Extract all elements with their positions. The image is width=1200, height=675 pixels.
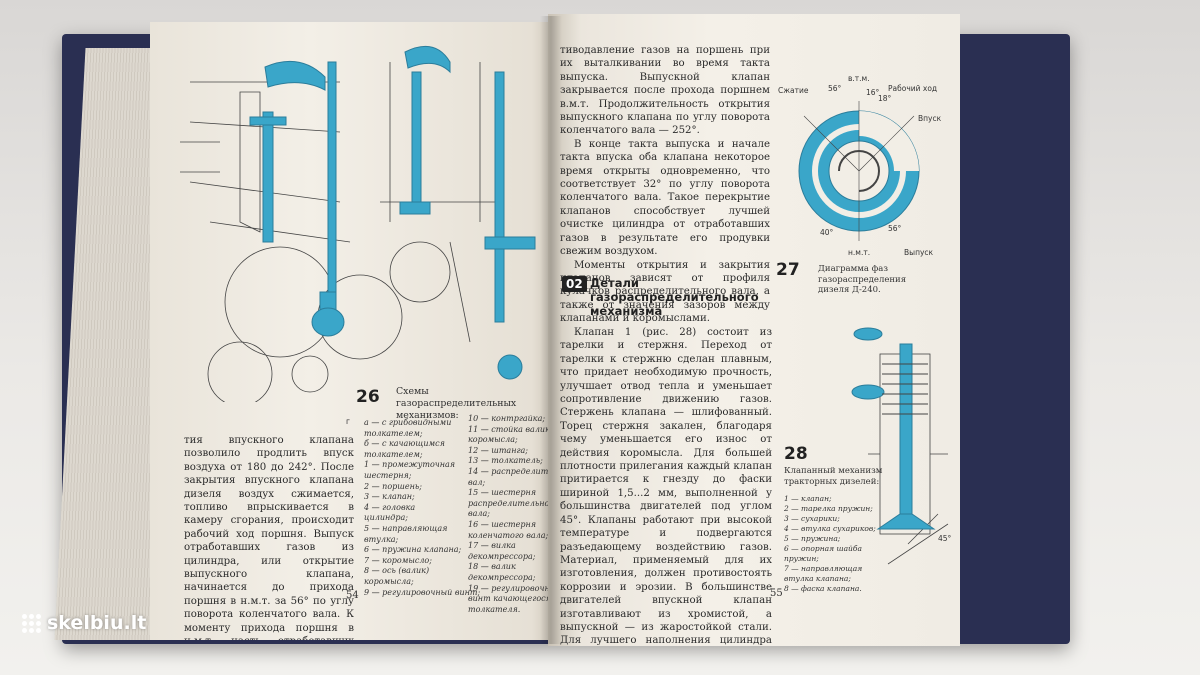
right-paragraph-1: тиводавление газов на поршень при их выт…	[560, 45, 770, 137]
figure-26-caption: Схемы газораспределительных механизмов:	[396, 386, 517, 421]
legend-26b-item: вал;	[468, 477, 486, 487]
fig27-label-vmt: в.т.м.	[848, 74, 870, 83]
legend-26b-item: 13 — толкатель;	[468, 456, 543, 466]
fig27-label-power: Рабочий ход	[888, 84, 938, 93]
legend-26a-item: шестерня;	[364, 470, 412, 480]
legend-28-item: 5 — пружина;	[784, 534, 841, 543]
valve-mechanism-drawing	[851, 327, 949, 565]
fig27-label-exhaust: Выпуск	[904, 248, 934, 257]
legend-26b-item: декомпрессора;	[468, 572, 536, 582]
right-body-lower: Клапан 1 (рис. 28) состоит из тарелки и …	[560, 326, 772, 646]
book-gutter	[540, 16, 562, 644]
legend-28-item: 7 — направляющая	[784, 564, 863, 573]
right-body-column: тиводавление газов на поршень при их выт…	[560, 44, 770, 326]
figure-28-legend: 1 — клапан;2 — тарелка пружин;3 — сухари…	[784, 494, 876, 594]
legend-28-item: 1 — клапан;	[784, 494, 832, 503]
section-heading: Детали газораспределительного механизма	[590, 276, 759, 318]
legend-26b-item: коромысла;	[468, 435, 518, 445]
legend-26a-item: 1 — промежуточная	[364, 460, 456, 470]
legend-26a-item: коромысла;	[364, 576, 414, 586]
legend-26b-item: 12 — штанга;	[468, 445, 528, 455]
figure-27-number: 27	[776, 260, 800, 280]
watermark-logo-icon	[22, 613, 41, 633]
legend-26b-item: вала;	[468, 509, 490, 519]
legend-26a-item: б — с качающимся	[364, 439, 445, 449]
legend-28-item: 3 — сухарики;	[784, 514, 840, 523]
legend-28-item: пружин;	[784, 554, 819, 563]
fig27-label-compression: Сжатие	[778, 86, 809, 95]
legend-26b-item: 17 — вилка	[468, 541, 516, 551]
section-badge: 02	[562, 276, 587, 292]
watermark-text: skelbiu.lt	[47, 612, 147, 634]
legend-26a-item: 2 — поршень;	[364, 481, 422, 491]
fig27-angle-4: 40°	[820, 228, 834, 237]
right-paragraph-2: В конце такта выпуска и начале такта впу…	[560, 138, 770, 258]
legend-26a-item: 7 — коромысло;	[364, 555, 432, 565]
fig27-label-intake: Впуск	[918, 114, 942, 123]
legend-26b-item: 16 — шестерня	[468, 519, 537, 529]
sublabel-g: г	[346, 417, 350, 426]
legend-26b-item: 15 — шестерня	[468, 488, 537, 498]
legend-26a-item: втулка;	[364, 534, 399, 544]
legend-28-item: 6 — опорная шайба	[784, 544, 862, 553]
legend-26b-item: 11 — стойка валика	[468, 424, 552, 434]
figure-27-caption: Диаграмма фаз газораспределения дизеля Д…	[818, 264, 907, 295]
legend-26b-item: 14 — распределительный	[468, 466, 552, 476]
legend-26a-item: а — с грибовидными	[364, 418, 452, 427]
legend-26a-item: 8 — ось (валик)	[364, 566, 430, 576]
legend-26a-item: 4 — головка	[364, 502, 416, 512]
right-page: тиводавление газов на поршень при их выт…	[548, 14, 960, 646]
fig27-angle-1: 56°	[828, 84, 842, 93]
legend-26b-item: распределительного	[468, 498, 552, 508]
page-number-right: 55	[770, 588, 783, 599]
legend-28-item: 4 — втулка сухариков;	[784, 524, 876, 533]
right-paragraph-4: Клапан 1 (рис. 28) состоит из тарелки и …	[560, 327, 772, 646]
legend-28-item: 2 — тарелка пружин;	[784, 504, 873, 513]
fig28-angle-label: 45°	[938, 534, 952, 543]
fig27-angle-5: 56°	[888, 224, 902, 233]
legend-26a-item: 5 — направляющая	[364, 523, 448, 533]
legend-28-item: 8 — фаска клапана.	[784, 584, 862, 593]
legend-26b-item: декомпрессора;	[468, 551, 536, 561]
figure-26-number: 26	[356, 387, 380, 407]
figure-28-number: 28	[784, 444, 808, 464]
legend-26a-item: толкателем;	[364, 449, 423, 459]
left-body-text: тия впускного клапана позволило продлить…	[184, 434, 354, 640]
figure-28-caption: Клапанный механизм тракторных дизелей:	[784, 466, 883, 487]
legend-26b-item: 10 — контргайка;	[468, 414, 546, 423]
legend-26b-item: 18 — валик	[468, 562, 516, 572]
legend-26b-item: 19 — регулировочный	[468, 583, 552, 593]
legend-26a-item: 6 — пружина клапана;	[364, 545, 462, 555]
legend-26a-item: 3 — клапан;	[364, 492, 415, 502]
watermark: skelbiu.lt	[22, 612, 146, 634]
legend-26a-item: цилиндра;	[364, 513, 408, 523]
legend-26b-item: винт качающегося	[468, 594, 551, 604]
legend-26b-item: толкателя.	[468, 604, 521, 614]
valve-train-drawing	[180, 45, 536, 402]
legend-26a-item: 9 — регулировочный винт;	[364, 587, 481, 597]
legend-28-item: втулка клапана;	[784, 574, 851, 583]
legend-26a-item: толкателем;	[364, 428, 423, 438]
valve-timing-diagram	[798, 101, 920, 241]
page-number-left: 54	[346, 590, 359, 601]
fig27-angle-3: 18°	[878, 94, 892, 103]
left-body-paragraph: тия впускного клапана позволило продлить…	[184, 435, 354, 640]
legend-26b-item: коленчатого вала;	[468, 530, 549, 540]
right-paragraph-3: Моменты открытия и закрытия клапанов зав…	[560, 259, 770, 325]
left-page: г 26 Схемы газораспределительных механиз…	[150, 22, 552, 640]
fig27-angle-2: 16°	[866, 88, 880, 97]
fig27-label-nmt: н.м.т.	[848, 248, 871, 257]
